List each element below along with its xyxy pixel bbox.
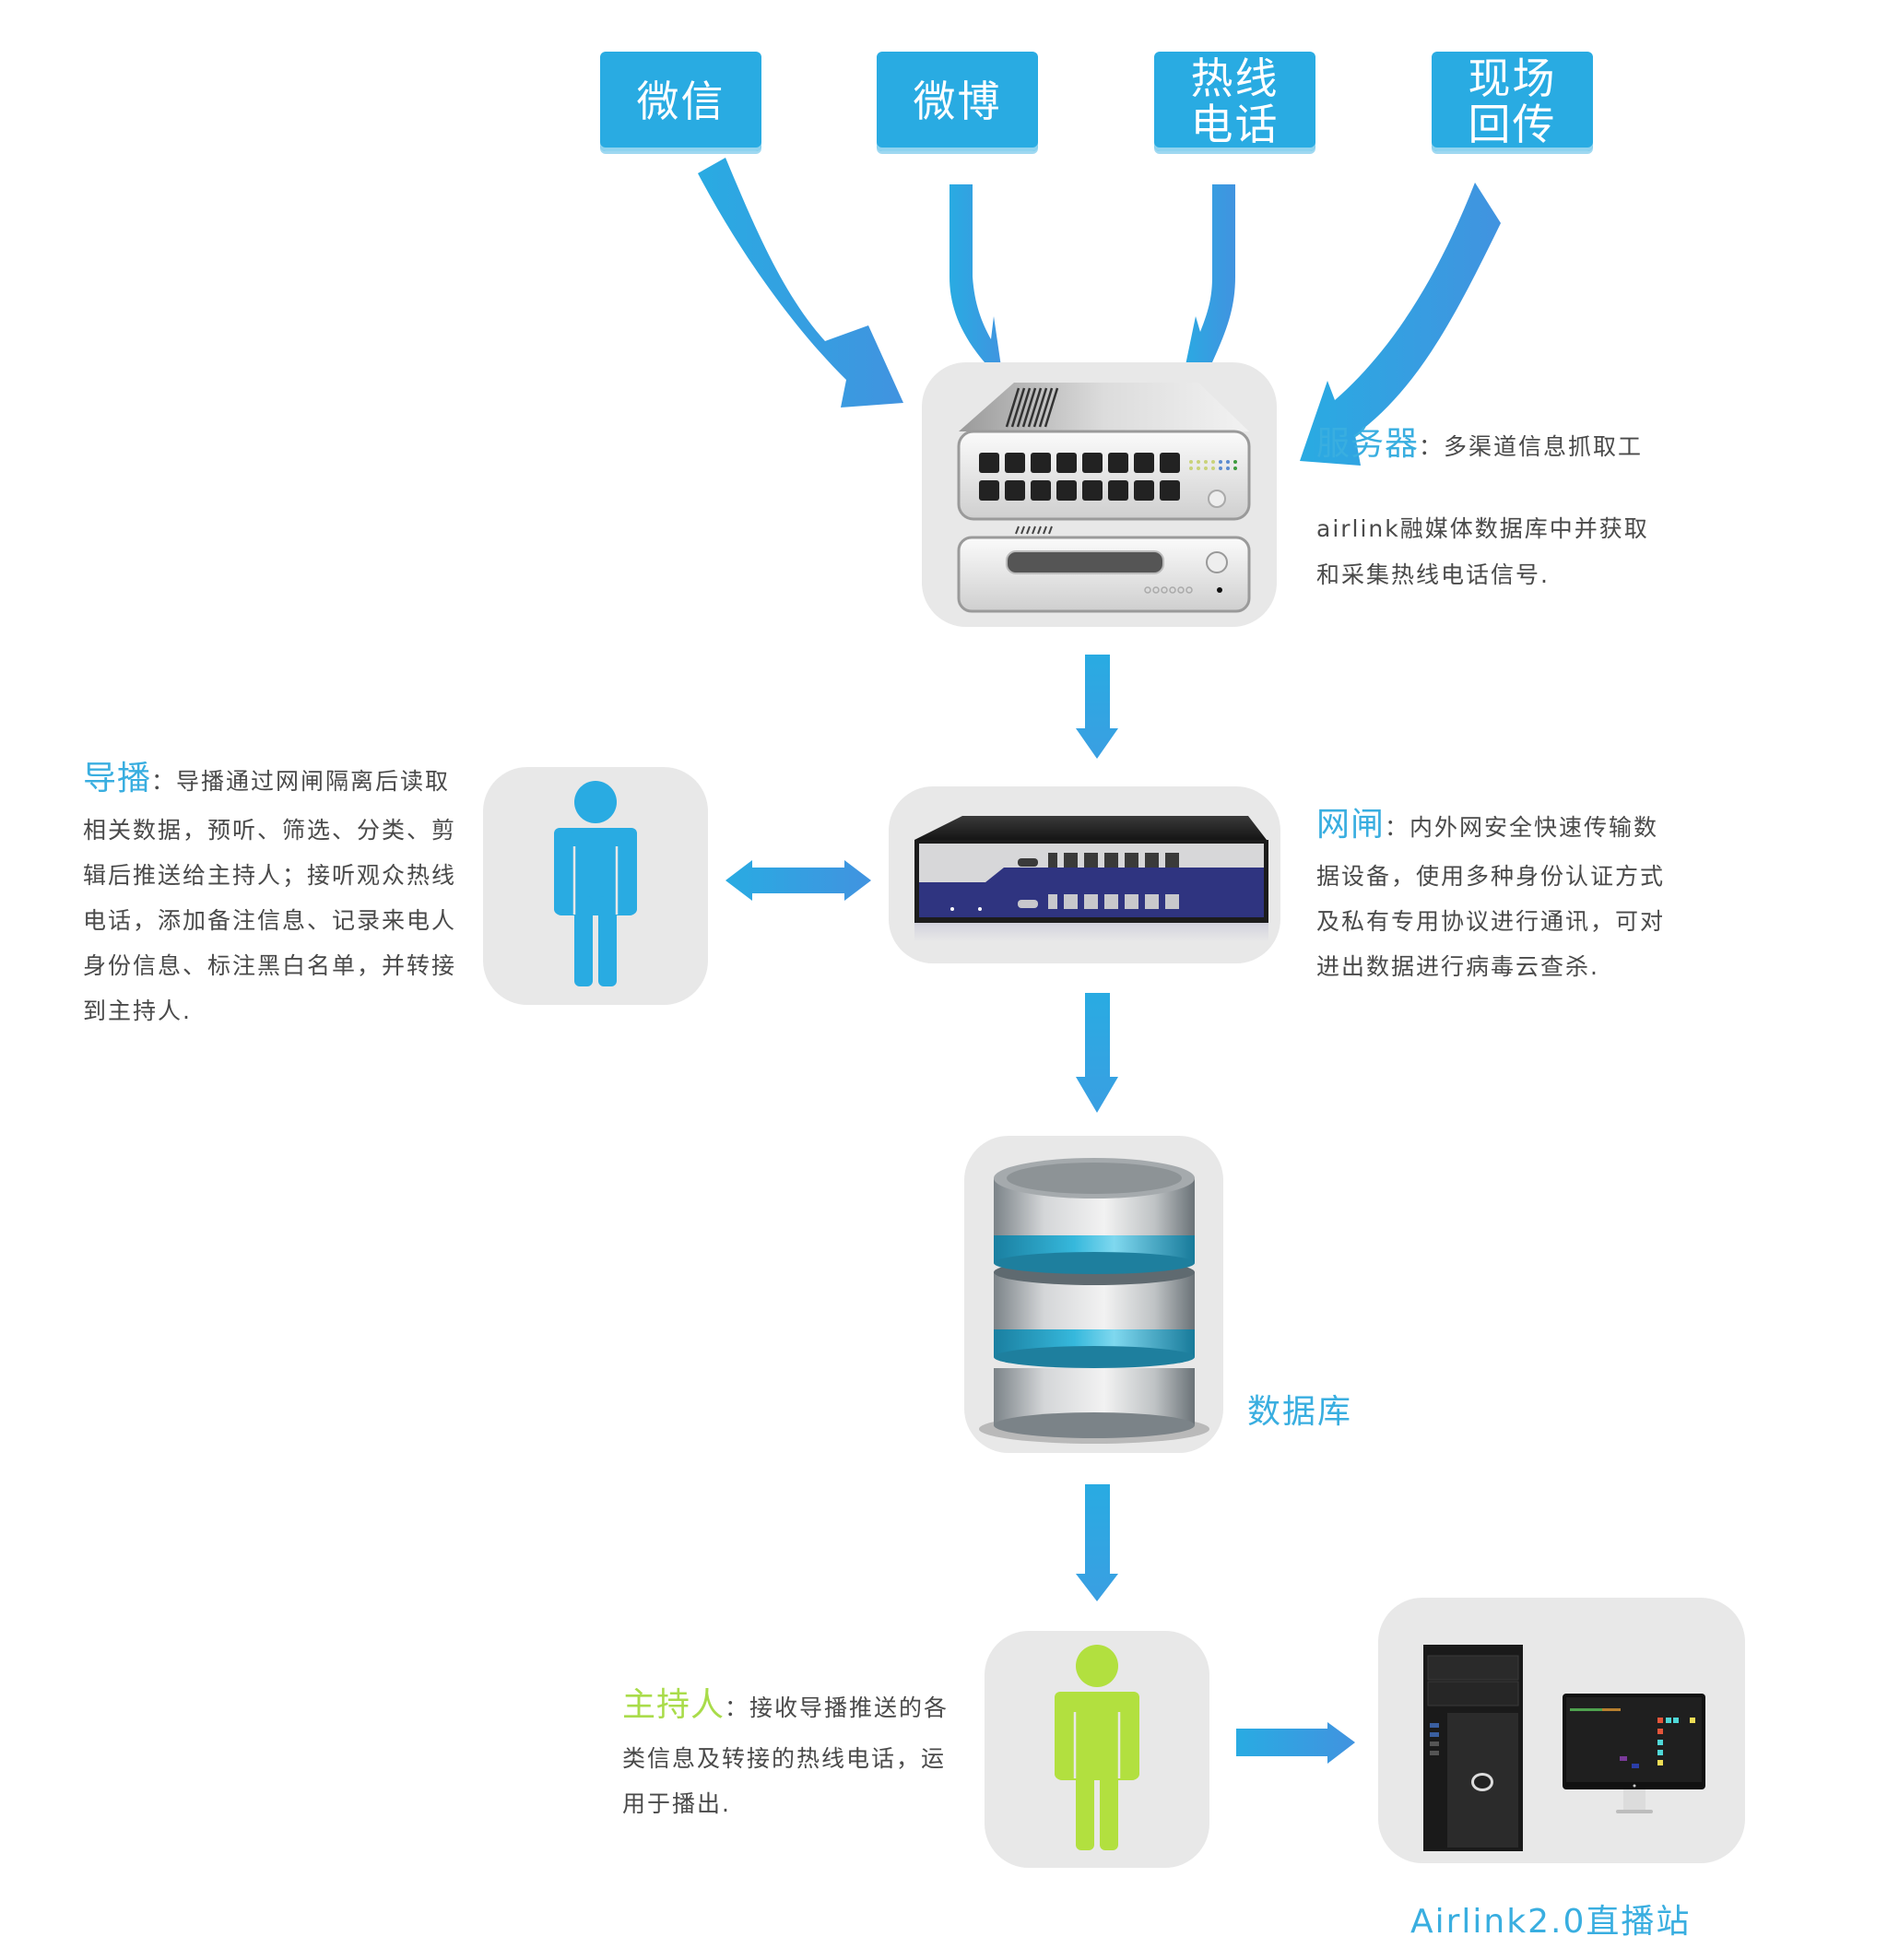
database-label: 数据库 (1247, 1393, 1353, 1431)
source-hotline: 热线 电话 (1154, 52, 1315, 151)
gateway-description: 网闸：内外网安全快速传输数 据设备，使用多种身份认证方式 及私有专用协议进行通讯… (1316, 797, 1665, 982)
arrow-host-to-station (1236, 1722, 1355, 1764)
server-text-1: ：多渠道信息抓取工 (1419, 433, 1644, 460)
gateway-text-4: 进出数据进行病毒云查杀. (1316, 953, 1599, 980)
arrow-director-gateway-bidirectional (725, 860, 871, 901)
gateway-device-icon (914, 816, 1268, 941)
director-panel (483, 767, 708, 1005)
source-weibo: 微博 (877, 52, 1038, 151)
arrow-database-to-host (1076, 1484, 1118, 1601)
source-hotline-label-2: 电话 (1190, 100, 1280, 149)
server-text-2: airlink融媒体数据库中并获取 (1316, 515, 1649, 542)
source-onsite-label-2: 回传 (1468, 100, 1557, 149)
source-weibo-label: 微博 (913, 77, 1002, 126)
arrow-server-to-gateway (1076, 655, 1118, 759)
server-title: 服务器 (1316, 425, 1420, 463)
pc-tower-icon (1423, 1645, 1523, 1851)
arrow-wechat-to-server (698, 158, 903, 407)
host-text-2: 类信息及转接的热线电话，运 (622, 1745, 947, 1772)
station-label: Airlink2.0直播站 (1410, 1903, 1692, 1941)
director-description: 导播：导播通过网闸隔离后读取 相关数据，预听、筛选、分类、剪 辑后推送给主持人；… (83, 751, 456, 1026)
gateway-text-3: 及私有专用协议进行通讯，可对 (1316, 908, 1666, 935)
server-description-line-1: 服务器：多渠道信息抓取工 (1316, 417, 1649, 465)
gateway-text-1: ：内外网安全快速传输数 (1385, 814, 1659, 841)
gateway-description-line-1: 网闸：内外网安全快速传输数 (1316, 797, 1665, 845)
director-title: 导播 (83, 760, 152, 797)
director-text-4: 电话，添加备注信息、记录来电人 (83, 907, 457, 934)
director-text-6: 到主持人. (83, 998, 192, 1024)
server-panel (922, 362, 1277, 627)
director-text-3: 辑后推送给主持人；接听观众热线 (83, 862, 457, 889)
server-text-3: 和采集热线电话信号. (1316, 561, 1550, 588)
arrow-gateway-to-database (1076, 993, 1118, 1113)
director-text-2: 相关数据，预听、筛选、分类、剪 (83, 817, 457, 844)
host-description-line-1: 主持人：接收导播推送的各 (622, 1678, 949, 1726)
database-icon (979, 1158, 1209, 1444)
source-hotline-label-1: 热线 (1190, 53, 1280, 103)
host-text-1: ：接收导播推送的各 (725, 1694, 950, 1721)
director-text-1: ：导播通过网闸隔离后读取 (151, 768, 451, 795)
source-wechat: 微信 (600, 52, 761, 151)
gateway-panel (889, 786, 1280, 963)
workstation-icon (1423, 1645, 1705, 1851)
server-icon (957, 383, 1251, 613)
host-panel (985, 1631, 1209, 1868)
host-text-3: 用于播出. (622, 1790, 731, 1817)
director-description-line-1: 导播：导播通过网闸隔离后读取 (83, 751, 456, 799)
arrow-hotline-to-server (1180, 184, 1235, 392)
source-onsite: 现场 回传 (1432, 52, 1593, 151)
monitor-icon (1563, 1694, 1705, 1813)
host-title: 主持人 (622, 1686, 725, 1724)
station-panel (1378, 1598, 1745, 1863)
source-wechat-label: 微信 (636, 77, 725, 126)
arrow-weibo-to-server (950, 184, 1005, 392)
arrow-onsite-to-server (1300, 183, 1501, 466)
director-text-5: 身份信息、标注黑白名单，并转接 (83, 952, 457, 979)
database-panel (964, 1136, 1223, 1453)
gateway-title: 网闸 (1316, 806, 1386, 844)
server-description: 服务器：多渠道信息抓取工 airlink融媒体数据库中并获取 和采集热线电话信号… (1316, 417, 1649, 590)
host-description: 主持人：接收导播推送的各 类信息及转接的热线电话，运 用于播出. (622, 1678, 949, 1819)
person-icon-host (1055, 1645, 1139, 1852)
source-onsite-label-1: 现场 (1468, 53, 1557, 103)
gateway-text-2: 据设备，使用多种身份认证方式 (1316, 863, 1666, 890)
person-icon-director (554, 781, 637, 988)
